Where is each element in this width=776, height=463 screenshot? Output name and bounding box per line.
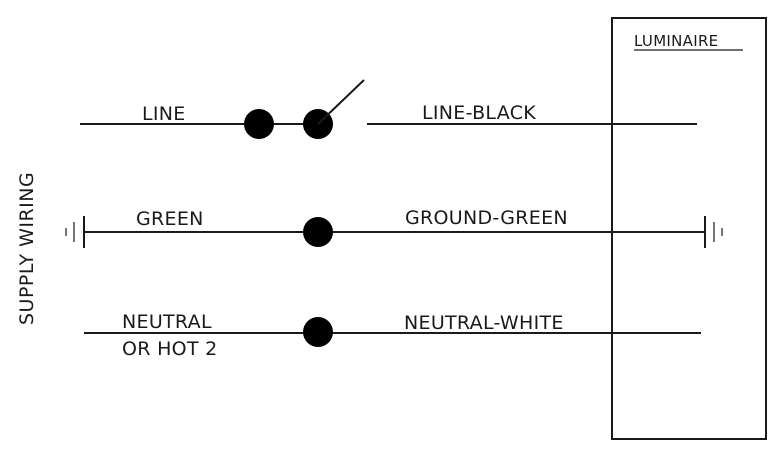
- line-wire-group: LINE LINE-BLACK: [80, 79, 697, 139]
- neutral-white-label: NEUTRAL-WHITE: [404, 312, 564, 334]
- switch-terminal-left: [244, 109, 274, 139]
- neutral-wire-group: NEUTRAL OR HOT 2 NEUTRAL-WHITE: [84, 311, 701, 360]
- ground-wire-group: GREEN GROUND-GREEN: [65, 207, 723, 248]
- neutral-label-line2: OR HOT 2: [122, 338, 218, 360]
- line-label: LINE: [142, 103, 186, 125]
- luminaire-box: [611, 17, 767, 440]
- ground-connector: [303, 217, 333, 247]
- luminaire-label: LUMINAIRE: [634, 32, 718, 50]
- switch-blade: [317, 79, 365, 125]
- line-black-label: LINE-BLACK: [422, 102, 536, 124]
- neutral-connector: [303, 317, 333, 347]
- ground-green-label: GROUND-GREEN: [405, 207, 568, 229]
- supply-wiring-label: SUPPLY WIRING: [16, 172, 38, 325]
- neutral-label-line1: NEUTRAL: [122, 311, 212, 333]
- green-label: GREEN: [136, 208, 204, 230]
